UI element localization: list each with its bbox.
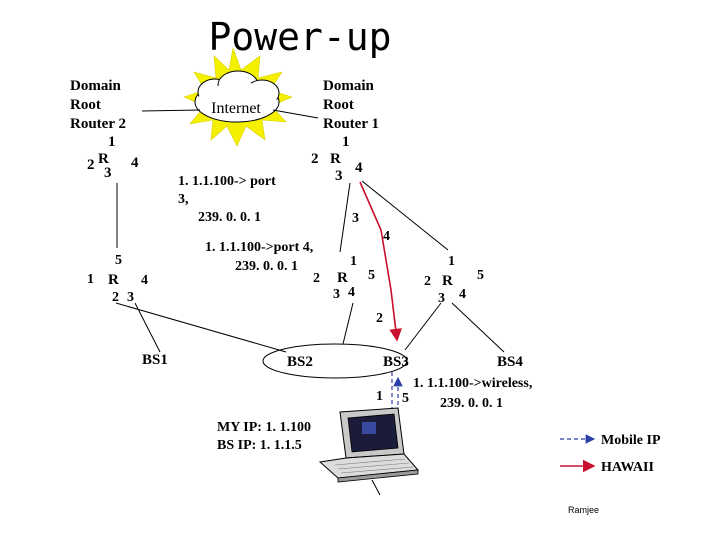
router1-port-2: 2 xyxy=(311,151,319,167)
router-right-port-3: 3 xyxy=(438,291,445,306)
route-label-port4-line-1: 1. 1.1.100->port 4, xyxy=(205,240,313,255)
legend-hawaii-label: HAWAII xyxy=(601,460,654,475)
route-label-port3-line-1: 1. 1.1.100-> port xyxy=(178,174,276,189)
router-mid-port-2: 2 xyxy=(313,271,320,286)
router-right-symbol: R xyxy=(442,273,453,289)
router-left: 5 1 R 4 2 3 xyxy=(87,253,148,305)
router-right-port-4: 4 xyxy=(459,287,466,302)
router-left-port-5: 5 xyxy=(115,253,122,268)
link-label-router1-port4: 4 xyxy=(383,229,390,244)
router1-line-2: Root xyxy=(323,97,354,113)
router-mid-port-1: 1 xyxy=(350,254,357,269)
route-label-port4-line-2: 239. 0. 0. 1 xyxy=(235,259,298,274)
mobile-my-ip: MY IP: 1. 1.100 xyxy=(217,420,311,435)
router-right-port-5: 5 xyxy=(477,268,484,283)
router-mid: 1 2 R 5 3 4 xyxy=(313,254,375,302)
link-label-router1-port3: 3 xyxy=(352,211,359,226)
legend: Mobile IP HAWAII xyxy=(560,433,661,475)
router-left-port-2: 2 xyxy=(112,290,119,305)
router-right: 1 2 R 5 3 4 xyxy=(424,254,484,306)
router-mid-port-4: 4 xyxy=(348,285,355,300)
bs3-port-5: 5 xyxy=(402,391,409,406)
network-links xyxy=(115,109,505,353)
router1-line-3: Router 1 xyxy=(323,116,379,132)
router-right-port-1: 1 xyxy=(448,254,455,269)
link-router1-mid-router xyxy=(339,182,351,253)
route-label-port3-line-3: 239. 0. 0. 1 xyxy=(198,210,261,225)
domain-root-router-1: Domain Root Router 1 1 2 R 3 4 xyxy=(311,78,379,184)
router-mid-port-5: 5 xyxy=(368,268,375,283)
page-title: Power-up xyxy=(208,15,391,59)
router-right-port-2: 2 xyxy=(424,274,431,289)
legend-mobile-ip-label: Mobile IP xyxy=(601,433,661,448)
route-label-port3-line-2: 3, xyxy=(178,192,189,207)
internet-cloud-icon xyxy=(183,46,293,147)
bs3-port-1: 1 xyxy=(376,389,383,404)
bs3-label: BS3 xyxy=(383,354,409,370)
router1-port-1: 1 xyxy=(342,134,350,150)
router2-line-1: Domain xyxy=(70,78,121,94)
internet-label: Internet xyxy=(211,100,261,117)
router-left-port-4: 4 xyxy=(141,273,148,288)
link-label-mid-port2: 2 xyxy=(376,311,383,326)
router2-line-2: Root xyxy=(70,97,101,113)
router2-port-3: 3 xyxy=(104,165,112,181)
bs1-label: BS1 xyxy=(142,352,168,368)
router2-line-3: Router 2 xyxy=(70,116,126,132)
link-internet-router1 xyxy=(272,109,319,119)
router2-port-4: 4 xyxy=(131,155,139,171)
link-left-router-bs1 xyxy=(134,302,161,353)
link-right-router-bs3 xyxy=(404,302,442,351)
router1-line-1: Domain xyxy=(323,78,374,94)
router2-symbol: R xyxy=(98,151,109,167)
link-mid-router-bs2 xyxy=(342,302,354,345)
mobile-bs-ip: BS IP: 1. 1.1.5 xyxy=(217,438,302,453)
router1-symbol: R xyxy=(330,151,341,167)
router-left-port-3: 3 xyxy=(127,290,134,305)
link-router1-right-router xyxy=(361,180,449,251)
hawaii-path xyxy=(359,181,403,342)
bs2-label: BS2 xyxy=(287,354,313,370)
router-left-symbol: R xyxy=(108,272,119,288)
domain-root-router-2: Domain Root Router 2 1 2 R 3 4 xyxy=(70,78,139,181)
router-left-port-1: 1 xyxy=(87,272,94,287)
wireless-route-line-2: 239. 0. 0. 1 xyxy=(440,396,503,411)
router2-port-1: 1 xyxy=(108,134,116,150)
link-router2-internet xyxy=(141,109,201,112)
router1-port-4: 4 xyxy=(355,160,363,176)
author-credit: Ramjee xyxy=(568,505,599,515)
laptop-icon xyxy=(318,407,420,496)
router1-port-3: 3 xyxy=(335,168,343,184)
router2-port-2: 2 xyxy=(87,157,95,173)
router-mid-symbol: R xyxy=(337,270,348,286)
bs4-label: BS4 xyxy=(497,354,523,370)
link-right-router-bs4 xyxy=(451,302,505,353)
wireless-route-line-1: 1. 1.1.100->wireless, xyxy=(413,376,532,391)
router-mid-port-3: 3 xyxy=(333,287,340,302)
link-left-router-bs2 xyxy=(115,302,287,353)
bs2-coverage xyxy=(262,343,408,379)
